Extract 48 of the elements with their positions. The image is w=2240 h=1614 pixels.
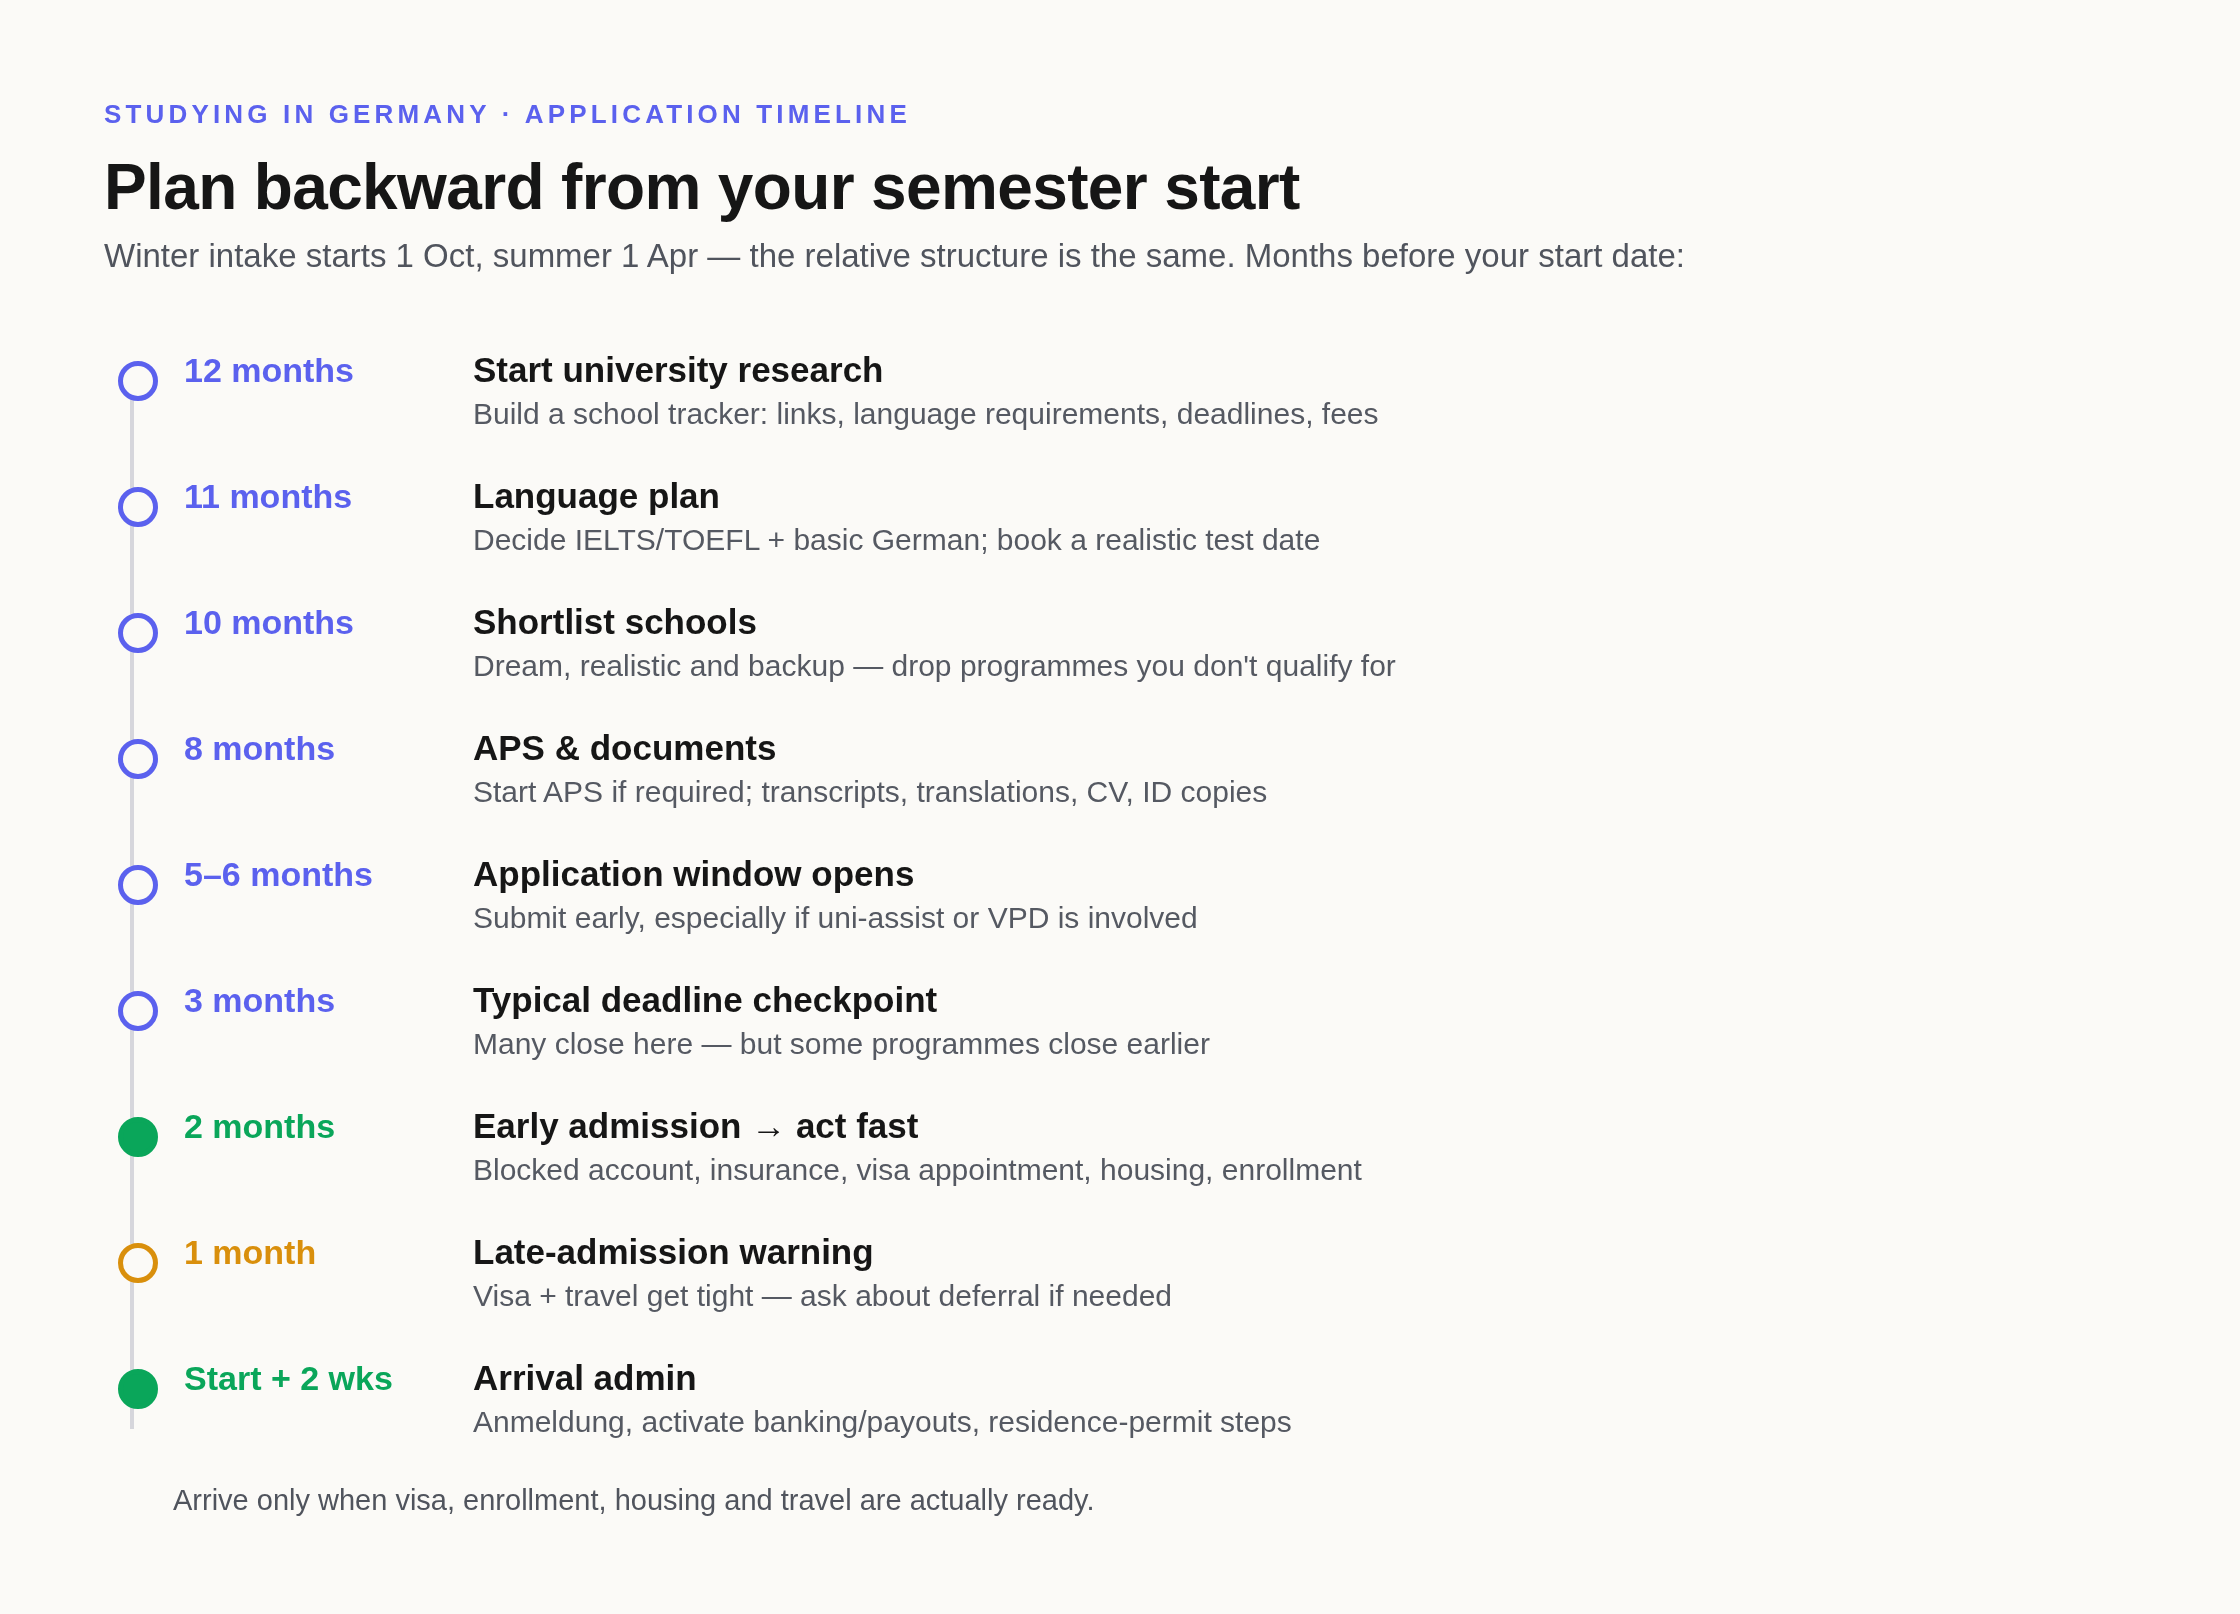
time-label: 8 months — [184, 728, 336, 769]
ring-marker — [118, 487, 158, 527]
time-label: 3 months — [184, 980, 336, 1021]
time-label: 12 months — [184, 350, 355, 391]
step-title: Start university research — [473, 349, 884, 391]
step-description: Many close here — but some programmes close earlier — [473, 1026, 1210, 1062]
time-label: 5–6 months — [184, 854, 373, 895]
timeline-connector — [130, 1282, 134, 1370]
step-description: Submit early, especially if uni-assist or VPD is involved — [473, 900, 1198, 936]
timeline-connector — [130, 778, 134, 866]
timeline-connector — [130, 1030, 134, 1118]
timeline-connector — [130, 526, 134, 614]
step-title: Shortlist schools — [473, 601, 757, 643]
ring-marker — [118, 739, 158, 779]
step-title: APS & documents — [473, 727, 777, 769]
step-title: Language plan — [473, 475, 720, 517]
step-title: Application window opens — [473, 853, 915, 895]
step-title: Typical deadline checkpoint — [473, 979, 938, 1021]
step-description: Dream, realistic and backup — drop programmes you don't qualify for — [473, 648, 1396, 684]
footnote: Arrive only when visa, enrollment, housing and travel are actually ready. — [173, 1483, 1095, 1518]
dot-marker — [118, 1117, 158, 1157]
ring-marker — [118, 361, 158, 401]
ring-marker — [118, 1243, 158, 1283]
time-label: 11 months — [184, 476, 353, 517]
timeline-connector — [130, 1156, 134, 1244]
step-description: Anmeldung, activate banking/payouts, residence-permit steps — [473, 1404, 1292, 1440]
timeline-connector — [130, 904, 134, 992]
time-label: Start + 2 wks — [184, 1358, 393, 1399]
ring-marker — [118, 865, 158, 905]
subtitle: Winter intake starts 1 Oct, summer 1 Apr — the relative structure is the same. Months before your start date: — [104, 236, 1685, 276]
ring-marker — [118, 613, 158, 653]
page-title: Plan backward from your semester start — [104, 150, 1300, 225]
time-label: 2 months — [184, 1106, 336, 1147]
step-description: Start APS if required; transcripts, translations, CV, ID copies — [473, 774, 1268, 810]
timeline-connector — [130, 400, 134, 488]
timeline-connector — [130, 652, 134, 740]
step-description: Decide IELTS/TOEFL + basic German; book a realistic test date — [473, 522, 1321, 558]
dot-marker — [118, 1369, 158, 1409]
step-title: Early admission → act fast — [473, 1105, 919, 1147]
time-label: 1 month — [184, 1232, 317, 1273]
step-title: Arrival admin — [473, 1357, 697, 1399]
kicker-heading: STUDYING IN GERMANY · APPLICATION TIMELINE — [104, 98, 911, 131]
step-title: Late-admission warning — [473, 1231, 874, 1273]
step-description: Visa + travel get tight — ask about deferral if needed — [473, 1278, 1173, 1314]
ring-marker — [118, 991, 158, 1031]
step-description: Build a school tracker: links, language requirements, deadlines, fees — [473, 396, 1379, 432]
time-label: 10 months — [184, 602, 355, 643]
step-description: Blocked account, insurance, visa appointment, housing, enrollment — [473, 1152, 1362, 1188]
